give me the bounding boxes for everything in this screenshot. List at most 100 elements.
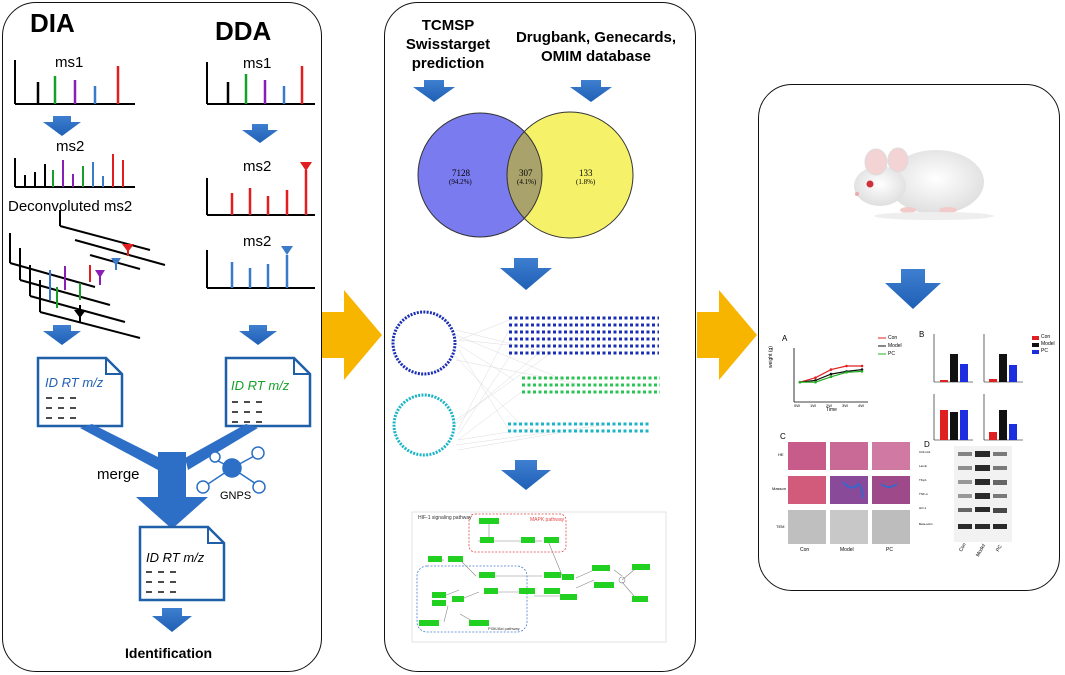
- data-point-con-1: [814, 376, 817, 380]
- band-label-5: Beta-actin: [919, 522, 933, 526]
- dda-title: DDA: [215, 16, 272, 46]
- x-tick-0: 0W: [794, 403, 800, 408]
- histology-row-he: HE: [778, 452, 784, 457]
- dia-arrow-1: [43, 116, 81, 136]
- venn-circle-left: [418, 113, 542, 237]
- deconvoluted-label: Deconvoluted ms2: [8, 198, 133, 215]
- source-left-label: TCMSP Swisstarget prediction: [398, 16, 498, 73]
- data-point-model-4: [860, 368, 864, 371]
- source-right-line-2: OMIM database: [540, 48, 652, 65]
- merge-funnel: [80, 424, 258, 529]
- venn-right-count: 133: [579, 168, 593, 178]
- network-grid-cyan: [508, 422, 650, 433]
- histology-col-pc: PC: [886, 547, 893, 553]
- pathway-diagram: [411, 511, 667, 643]
- source-right-line-1: Drugbank, Genecards,: [515, 29, 677, 46]
- network-ring-cyan: [392, 393, 456, 457]
- bar-chart-3: [933, 394, 973, 441]
- panel-d-letter: D: [924, 440, 930, 449]
- dda-ms2-red-spectrum: [206, 162, 315, 216]
- venn-diagram: [417, 111, 634, 239]
- dda-arrow-1: [242, 124, 278, 143]
- dda-ms2-label-2: ms2: [243, 233, 272, 250]
- dia-ms1-spectrum: [14, 60, 135, 105]
- dda-ms2-label-1: ms2: [243, 158, 272, 175]
- western-blot: [954, 446, 1012, 542]
- mouse-image: [854, 147, 994, 220]
- middle-panel: [384, 2, 696, 672]
- dia-ms1-label: ms1: [55, 54, 84, 71]
- venn-left-pct: (94.2%): [449, 178, 472, 186]
- venn-arrow-left: [413, 80, 455, 102]
- gnps-label: GNPS: [220, 490, 252, 502]
- weight-x-ticks: 0W 1W 2W 3W 4W: [794, 403, 870, 409]
- network-ring-blue: [391, 310, 457, 376]
- pi3k-pathway-label: PI3K/Akt pathway: [488, 626, 520, 631]
- dda-doc-text: ID RT m/z: [231, 378, 290, 393]
- identification-arrow: [152, 608, 192, 632]
- data-point-pc-3: [845, 371, 848, 374]
- histology-row-masson: Masson: [772, 486, 787, 491]
- panel-c-letter: C: [780, 432, 786, 441]
- source-left-line-3: prediction: [411, 55, 485, 72]
- identification-label: Identification: [125, 645, 213, 661]
- compound-target-network: [391, 310, 660, 457]
- gnps-network-icon: [196, 446, 266, 494]
- dda-ms1-label: ms1: [243, 55, 272, 72]
- network-grid-green: [522, 376, 660, 394]
- results-arrow: [885, 269, 941, 309]
- dda-ms2-blue-spectrum: [206, 246, 315, 289]
- right-panel: [758, 84, 1060, 591]
- network-grid-blue: [509, 316, 659, 355]
- venn-overlap-pct: (4.1%): [517, 178, 537, 186]
- dia-document: [36, 356, 124, 428]
- merged-document: [138, 525, 226, 602]
- x-tick-3: 3W: [842, 403, 848, 408]
- right-panel-graphics: [788, 147, 1039, 544]
- data-point-model-2: [829, 372, 833, 376]
- histology-grid: [788, 442, 910, 544]
- pathway-nodes: [419, 518, 650, 626]
- data-point-con-4: [860, 364, 864, 368]
- dia-title: DIA: [30, 8, 75, 38]
- mapk-pathway-label: MAPK pathway: [530, 517, 565, 523]
- venn-right-pct: (1.8%): [576, 178, 596, 186]
- panel-a-letter: A: [782, 334, 788, 343]
- band-label-4: HO-1: [919, 506, 927, 510]
- histology-row-tem: TEM: [776, 524, 785, 529]
- venn-left-count: 7128: [452, 168, 470, 178]
- network-arrow: [500, 258, 552, 290]
- data-point-con-3: [845, 364, 848, 368]
- data-point-pc-0: [798, 380, 802, 384]
- source-left-line-1: TCMSP: [421, 17, 475, 34]
- bar-legend-pc: PC: [1041, 348, 1048, 354]
- merged-doc-text: ID RT m/z: [146, 550, 205, 565]
- dda-document: [224, 356, 312, 428]
- dda-ms1-spectrum: [206, 62, 315, 105]
- dia-arrow-2: [43, 325, 81, 345]
- deconvoluted-spectra: [9, 210, 166, 339]
- data-point-pc-2: [829, 375, 833, 379]
- histology-col-con: Con: [800, 547, 810, 553]
- left-panel-graphics: [9, 60, 315, 632]
- merge-label: merge: [97, 466, 140, 483]
- weight-legend-con: Con: [888, 335, 898, 341]
- venn-overlap-count: 307: [519, 168, 533, 178]
- middle-panel-graphics: [391, 80, 667, 643]
- biochem-bar-charts: [933, 334, 1039, 441]
- weight-legend-model: Model: [888, 343, 902, 349]
- dia-ms2-spectrum: [14, 154, 135, 188]
- western-blot-bands: COL1A1 Lamin Tfnp1 TNF-α HO-1 Beta-actin: [919, 448, 953, 548]
- band-label-2: Tfnp1: [919, 478, 927, 482]
- venn-arrow-right: [570, 80, 612, 102]
- band-label-0: COL1A1: [919, 450, 931, 454]
- weight-chart-xlabel: Time: [826, 407, 837, 413]
- venn-circle-right: [507, 112, 633, 238]
- x-tick-1: 1W: [810, 403, 816, 408]
- x-tick-2: 2W: [826, 403, 832, 408]
- band-label-1: Lamin: [919, 464, 928, 468]
- weight-chart-ylabel: weight (g): [768, 346, 774, 368]
- data-point-pc-4: [860, 370, 864, 373]
- source-right-label: Drugbank, Genecards, OMIM database: [506, 28, 686, 66]
- data-point-pc-1: [814, 380, 817, 384]
